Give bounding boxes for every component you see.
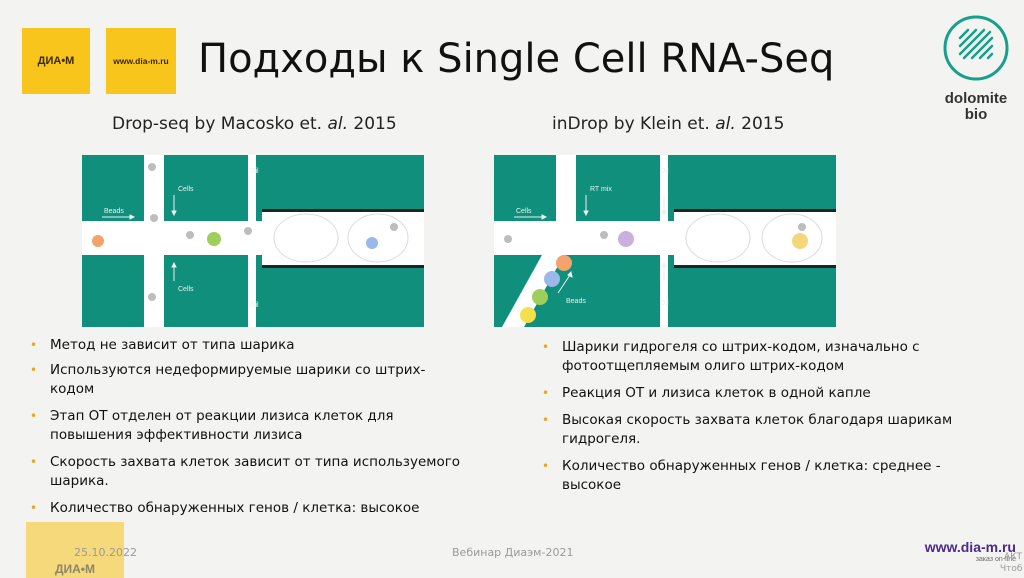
left-bullet-item: • Используются недеформируемые шарики со … bbox=[28, 361, 468, 399]
right-bullet-list: • Шарики гидрогеля со штрих-кодом, изнача… bbox=[540, 338, 980, 503]
right-bullet-item: • Шарики гидрогеля со штрих-кодом, изнача… bbox=[540, 338, 980, 376]
bullet-dot-icon: • bbox=[30, 455, 38, 469]
footer-site-logo[interactable]: www.dia-m.ru заказ on-line bbox=[906, 540, 1016, 564]
right-heading: inDrop by Klein et. al. 2015 bbox=[552, 114, 784, 134]
indrop-label-beads: Beads bbox=[566, 298, 586, 305]
dropseq-diagram: Beads Cells Oil Cells Oil bbox=[82, 155, 424, 327]
right-bullet-text: Высокая скорость захвата клеток благодар… bbox=[562, 412, 953, 447]
right-bullet-item: • Высокая скорость захвата клеток благода… bbox=[540, 411, 980, 449]
right-bullet-text: Реакция ОТ и лизиса клеток в одной капле bbox=[562, 385, 871, 401]
edge-text-2: Чтоб bbox=[1000, 564, 1023, 574]
footer-site-tagline: заказ on-line bbox=[975, 556, 1016, 563]
left-heading-prefix: Drop-seq by Macosko et. bbox=[112, 114, 328, 134]
left-bullet-item: • Скорость захвата клеток зависит от типа… bbox=[28, 453, 468, 491]
dropseq-label-oil-top: Oil bbox=[250, 168, 259, 175]
bullet-dot-icon: • bbox=[30, 363, 38, 377]
bullet-dot-icon: • bbox=[542, 340, 550, 354]
edge-text-1: АКТ bbox=[1004, 552, 1023, 562]
right-heading-em: al. bbox=[715, 114, 736, 134]
footer-date: 25.10.2022 bbox=[74, 546, 137, 559]
left-bullet-text: Скорость захвата клеток зависит от типа … bbox=[50, 454, 461, 489]
dolomite-line2: bio bbox=[964, 106, 988, 123]
right-bullet-item: • Реакция ОТ и лизиса клеток в одной капл… bbox=[540, 384, 980, 403]
dropseq-label-oil-bottom: Oil bbox=[250, 302, 259, 309]
dolomite-line1: dolomite bbox=[944, 90, 1008, 107]
left-heading: Drop-seq by Macosko et. al. 2015 bbox=[112, 114, 397, 134]
left-bullet-item: • Этап ОТ отделен от реакции лизиса клето… bbox=[28, 407, 468, 445]
diam-logo[interactable]: ДИА•М bbox=[22, 28, 90, 94]
right-heading-prefix: inDrop by Klein et. bbox=[552, 114, 716, 134]
indrop-label-cells: Cells bbox=[516, 208, 532, 215]
footer-event: Вебинар Диаэм-2021 bbox=[452, 546, 574, 559]
left-bullet-text: Метод не зависит от типа шарика bbox=[50, 337, 295, 353]
left-heading-suffix: 2015 bbox=[348, 114, 397, 134]
slide-title: Подходы к Single Cell RNA-Seq bbox=[198, 36, 835, 82]
dropseq-label-beads: Beads bbox=[104, 208, 124, 215]
indrop-label-rt-mix: RT mix bbox=[590, 186, 612, 193]
dolomite-emblem-icon bbox=[943, 15, 1009, 81]
diam-site-text: www.dia-m.ru bbox=[113, 56, 169, 66]
right-bullet-item: • Количество обнаруженных генов / клетка:… bbox=[540, 457, 980, 495]
left-bullet-text: Используются недеформируемые шарики со ш… bbox=[50, 362, 426, 397]
indrop-label-oil-bottom: Oil bbox=[660, 300, 669, 307]
diam-logo-text: ДИА•М bbox=[37, 55, 75, 67]
diam-site-logo[interactable]: www.dia-m.ru bbox=[106, 28, 176, 94]
bullet-dot-icon: • bbox=[542, 413, 550, 427]
right-bullet-text: Шарики гидрогеля со штрих-кодом, изначал… bbox=[562, 339, 920, 374]
left-heading-em: al. bbox=[327, 114, 349, 134]
footer-site: www.dia-m.ru bbox=[924, 539, 1016, 555]
bullet-dot-icon: • bbox=[30, 501, 38, 515]
left-bullet-text: Количество обнаруженных генов / клетка: … bbox=[50, 500, 420, 516]
bullet-dot-icon: • bbox=[542, 459, 550, 473]
bullet-dot-icon: • bbox=[30, 338, 38, 352]
bullet-dot-icon: • bbox=[30, 409, 38, 423]
left-bullet-item: • Количество обнаруженных генов / клетка:… bbox=[28, 499, 468, 518]
left-bullet-text: Этап ОТ отделен от реакции лизиса клеток… bbox=[50, 408, 394, 443]
indrop-diagram: Cells RT mix Oil Beads Oil bbox=[494, 155, 836, 327]
right-bullet-text: Количество обнаруженных генов / клетка: … bbox=[562, 458, 941, 493]
indrop-label-oil-top: Oil bbox=[660, 168, 669, 175]
diam-footer-logo[interactable]: ДИА•М bbox=[26, 522, 124, 578]
bullet-dot-icon: • bbox=[542, 386, 550, 400]
dolomite-logo[interactable]: dolomite bio bbox=[938, 14, 1014, 124]
right-heading-suffix: 2015 bbox=[735, 114, 785, 134]
left-bullet-list: • Метод не зависит от типа шарика • Исполь… bbox=[28, 336, 468, 526]
dropseq-label-cells-bottom: Cells bbox=[178, 286, 194, 293]
left-bullet-item: • Метод не зависит от типа шарика bbox=[28, 336, 468, 355]
diam-footer-text: ДИА•М bbox=[54, 562, 96, 576]
dropseq-label-cells-top: Cells bbox=[178, 186, 194, 193]
